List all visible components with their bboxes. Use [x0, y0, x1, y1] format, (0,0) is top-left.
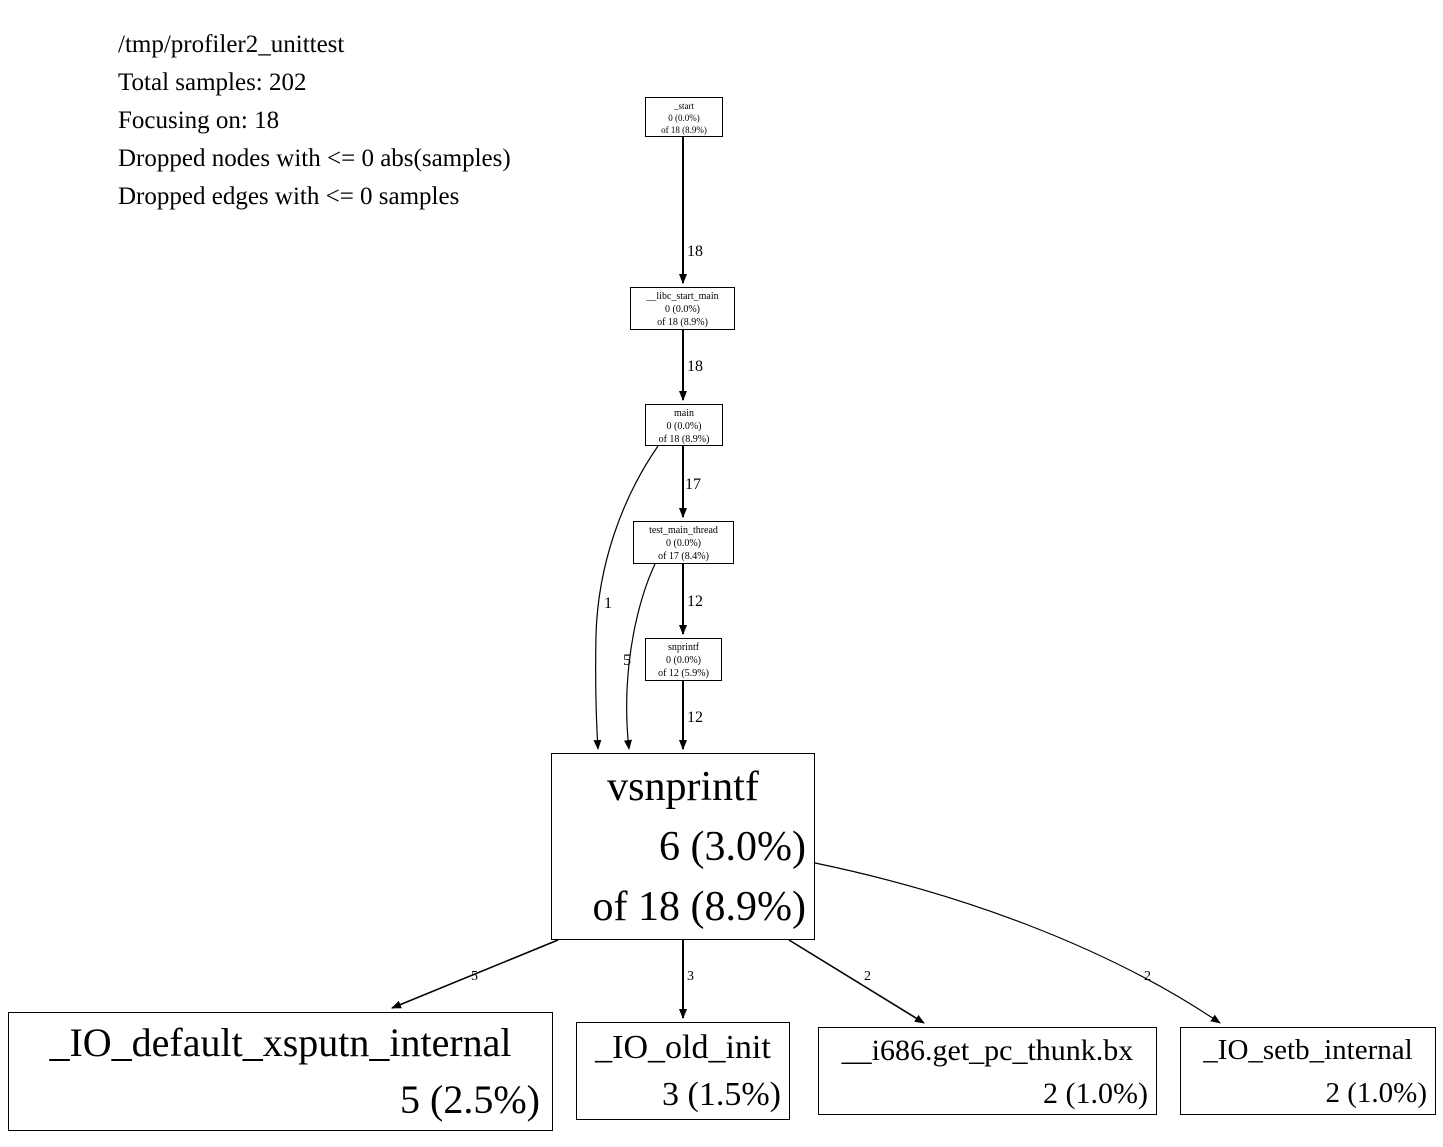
- node-io-setb-internal-name: _IO_setb_internal: [1203, 1034, 1413, 1066]
- node-i686-get-pc-thunk: __i686.get_pc_thunk.bx 2 (1.0%): [818, 1027, 1157, 1115]
- edge-label-vsnprintf-to-xsputn: 5: [471, 969, 478, 984]
- edge-label-main-to-test: 17: [685, 476, 701, 493]
- edge-label-vsnprintf-to-setb: 2: [1144, 969, 1151, 984]
- edge-label-test-to-snprintf: 12: [687, 593, 703, 610]
- node-libc-start-main-total: of 18 (8.9%): [657, 317, 708, 328]
- edge-vsnprintf-to-setb: [814, 862, 1221, 1024]
- total-samples: Total samples: 202: [118, 69, 307, 96]
- node-io-old-init-name: _IO_old_init: [595, 1029, 771, 1066]
- node-io-default-xsputn-internal-self: 5 (2.5%): [400, 1077, 540, 1122]
- node-vsnprintf: vsnprintf 6 (3.0%) of 18 (8.9%): [551, 753, 815, 940]
- edge-vsnprintf-to-thunk: [788, 939, 925, 1024]
- node-test-main-thread: test_main_thread 0 (0.0%) of 17 (8.4%): [633, 521, 734, 564]
- node-i686-get-pc-thunk-name: __i686.get_pc_thunk.bx: [841, 1034, 1134, 1067]
- edge-label-test-to-vsnprintf: 5: [623, 652, 631, 669]
- node-vsnprintf-total: of 18 (8.9%): [592, 884, 806, 930]
- edge-label-vsnprintf-to-old-init: 3: [687, 969, 694, 984]
- node-vsnprintf-name: vsnprintf: [607, 764, 759, 810]
- node-io-old-init: _IO_old_init 3 (1.5%): [576, 1022, 790, 1120]
- node-start-total: of 18 (8.9%): [661, 125, 707, 135]
- node-start-self: 0 (0.0%): [668, 113, 700, 123]
- node-io-setb-internal: _IO_setb_internal 2 (1.0%): [1180, 1027, 1436, 1115]
- node-libc-start-main-name: __libc_start_main: [646, 291, 719, 302]
- node-io-setb-internal-self: 2 (1.0%): [1325, 1077, 1427, 1109]
- edge-label-vsnprintf-to-thunk: 2: [864, 969, 871, 984]
- dropped-edges-note: Dropped edges with <= 0 samples: [118, 183, 460, 210]
- edge-label-libc-to-main: 18: [687, 358, 703, 375]
- node-i686-get-pc-thunk-self: 2 (1.0%): [1043, 1077, 1148, 1110]
- edge-vsnprintf-to-xsputn: [391, 939, 559, 1009]
- node-snprintf: snprintf 0 (0.0%) of 12 (5.9%): [645, 638, 722, 681]
- node-snprintf-total: of 12 (5.9%): [658, 668, 709, 679]
- profile-path: /tmp/profiler2_unittest: [118, 31, 345, 58]
- edge-test-to-vsnprintf: [623, 563, 656, 750]
- node-start: _start 0 (0.0%) of 18 (8.9%): [645, 97, 723, 137]
- node-test-main-thread-name: test_main_thread: [649, 525, 718, 536]
- edge-main-to-vsnprintf: [593, 445, 659, 750]
- node-io-default-xsputn-internal-name: _IO_default_xsputn_internal: [49, 1020, 512, 1065]
- node-main: main 0 (0.0%) of 18 (8.9%): [645, 404, 723, 446]
- node-main-name: main: [674, 408, 694, 419]
- node-main-self: 0 (0.0%): [666, 421, 702, 432]
- node-snprintf-self: 0 (0.0%): [666, 655, 701, 666]
- node-io-default-xsputn-internal: _IO_default_xsputn_internal 5 (2.5%): [8, 1012, 553, 1131]
- node-vsnprintf-self: 6 (3.0%): [659, 824, 806, 870]
- edge-label-snprintf-to-vsnprintf: 12: [687, 709, 703, 726]
- profile-header: /tmp/profiler2_unittest Total samples: 2…: [118, 26, 511, 216]
- node-libc-start-main-self: 0 (0.0%): [665, 304, 700, 315]
- node-start-name: _start: [674, 101, 694, 111]
- focusing-on: Focusing on: 18: [118, 107, 280, 134]
- node-test-main-thread-self: 0 (0.0%): [666, 538, 701, 549]
- dropped-nodes-note: Dropped nodes with <= 0 abs(samples): [118, 145, 511, 172]
- node-snprintf-name: snprintf: [667, 642, 700, 653]
- edge-label-main-to-vsnprintf: 1: [604, 595, 612, 612]
- edge-label-start-to-libc: 18: [687, 243, 703, 260]
- node-libc-start-main: __libc_start_main 0 (0.0%) of 18 (8.9%): [630, 287, 735, 330]
- node-io-old-init-self: 3 (1.5%): [662, 1076, 781, 1113]
- node-main-total: of 18 (8.9%): [658, 434, 710, 445]
- node-test-main-thread-total: of 17 (8.4%): [658, 551, 709, 562]
